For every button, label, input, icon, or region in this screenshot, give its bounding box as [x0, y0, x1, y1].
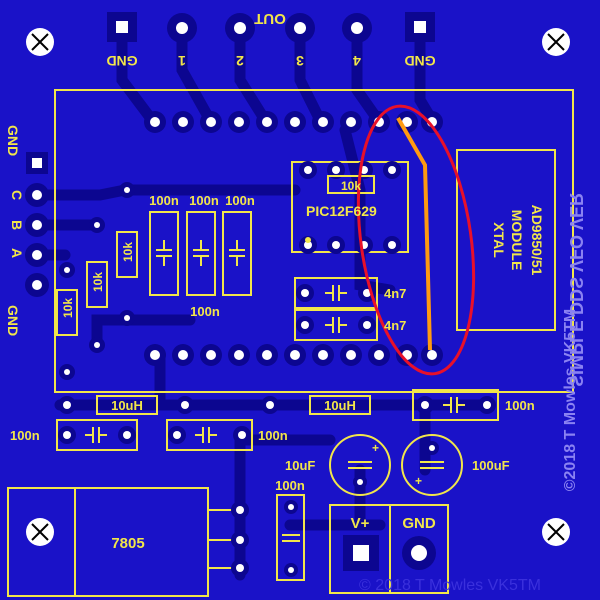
e2-label: 100uF	[472, 458, 510, 473]
left-b: B	[9, 220, 25, 230]
dds-module-box	[456, 149, 556, 331]
module-line1: AD9850/51	[529, 205, 545, 276]
module-line2: MODULE	[509, 210, 525, 271]
left-gnd-bottom: GND	[5, 305, 21, 336]
r-left1-label: 10k	[61, 298, 75, 318]
copyright-side: ©2018 T Mowles VK5TM	[562, 309, 579, 492]
left-c: C	[9, 190, 25, 200]
power-connector	[329, 504, 449, 594]
module-line3: XTAL	[491, 222, 507, 258]
module-outline	[54, 89, 574, 393]
pin-gnd-right: GND	[404, 53, 435, 69]
e1-plus: +	[372, 441, 379, 455]
left-a: A	[9, 248, 25, 258]
out-header-pads	[107, 12, 435, 43]
pin-4: 4	[353, 53, 361, 69]
mounting-holes	[26, 28, 570, 546]
copyright-bottom: © 2018 T Mowles VK5TM	[359, 577, 541, 594]
left-resistor-pads	[59, 182, 135, 380]
cap-left-label: 100n	[10, 428, 40, 443]
cap-right-row-label: 100n	[505, 398, 535, 413]
filter-row	[56, 389, 499, 451]
electrolytic-caps	[329, 434, 463, 496]
l2-label: 10uH	[324, 398, 356, 413]
cap-small	[276, 494, 305, 581]
jumper-wire	[396, 117, 432, 351]
left-gnd-top: GND	[5, 125, 21, 156]
regulator	[7, 487, 249, 597]
left-resistors	[56, 231, 138, 336]
pin-1: 1	[178, 53, 186, 69]
mirror-text: SIMPLE DDS VFO VER	[566, 193, 586, 387]
cap-4n7-a-label: 4n7	[384, 286, 406, 301]
pic-chip	[291, 161, 409, 254]
cap-small-label: 100n	[275, 478, 305, 493]
r-top-label: 10k	[341, 179, 361, 193]
vplus-label: V+	[351, 515, 370, 532]
4n7-caps	[294, 277, 378, 341]
out-label: OUT	[254, 10, 286, 27]
highlight-ellipse	[356, 104, 476, 376]
pin-gnd-left: GND	[106, 53, 137, 69]
chip-label: PIC12F629	[306, 203, 377, 219]
l1-label: 10uH	[111, 398, 143, 413]
cap-d-label: 100n	[190, 304, 220, 319]
r-left2-label: 10k	[91, 272, 105, 292]
cap-4n7-b-label: 4n7	[384, 318, 406, 333]
e2-plus: +	[415, 474, 422, 488]
gnd-power-label: GND	[402, 515, 436, 532]
e1-label: 10uF	[285, 458, 315, 473]
cap-c-label: 100n	[225, 193, 255, 208]
left-edge-pads	[25, 152, 49, 297]
regulator-label: 7805	[111, 535, 144, 552]
module-header-bottom	[144, 344, 443, 366]
pin-3: 3	[296, 53, 304, 69]
cap-b-label: 100n	[189, 193, 219, 208]
r-left3-label: 10k	[121, 242, 135, 262]
pin-2: 2	[236, 53, 244, 69]
decoupling-caps	[149, 211, 252, 296]
cap-mid-label: 100n	[258, 428, 288, 443]
cap-a-label: 100n	[149, 193, 179, 208]
